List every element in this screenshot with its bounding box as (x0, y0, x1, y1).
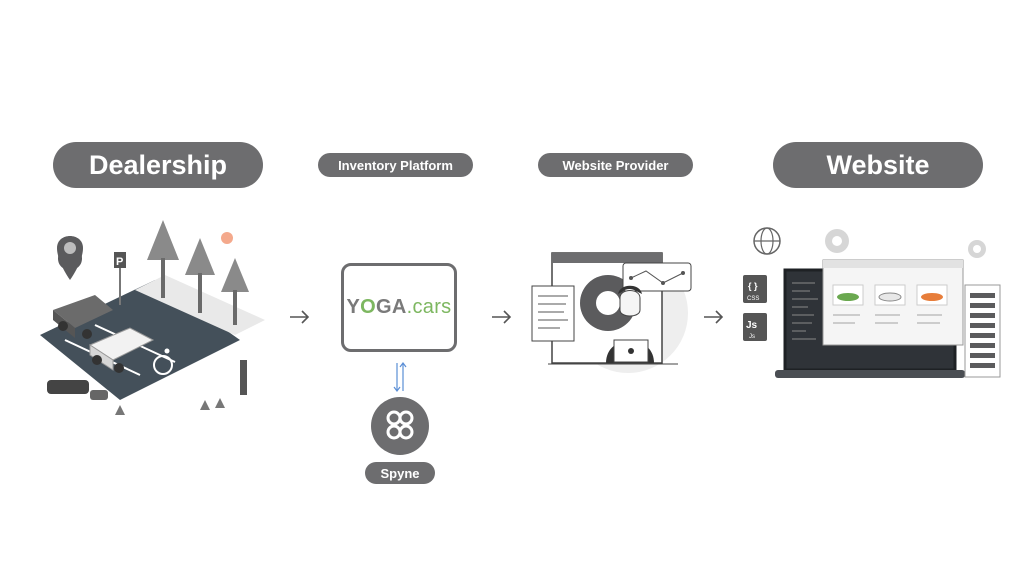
spyne-logo-icon (371, 397, 429, 455)
dealership-label: Dealership (53, 142, 263, 188)
yoga-rest: GA (376, 296, 407, 318)
svg-text:{ }: { } (748, 281, 758, 291)
wheelchair-icon (153, 348, 173, 375)
key-fob-icon (47, 380, 108, 400)
arrow-right-icon (290, 310, 310, 324)
yoga-suffix: .cars (406, 296, 452, 318)
flowchart-icon (622, 262, 692, 292)
arrow-right-icon (492, 310, 512, 324)
car-icon (88, 327, 155, 373)
car-icon (837, 292, 943, 302)
yoga-prefix: Y (346, 296, 361, 318)
js-file-icon: Js Js (743, 313, 767, 341)
svg-text:P: P (116, 256, 123, 268)
arrow-right-icon (704, 310, 724, 324)
globe-icon (753, 227, 781, 255)
location-pin-icon (57, 236, 83, 282)
sidebar-panel-icon (964, 284, 1001, 378)
jeep-icon (53, 295, 113, 339)
svg-text:Js: Js (749, 334, 755, 340)
bidirectional-arrow-icon (393, 362, 407, 392)
svg-text:Js: Js (746, 320, 758, 331)
yoga-cars-logo: YOGA.cars (341, 263, 457, 352)
document-icon (531, 285, 575, 342)
traffic-cone-icon (115, 398, 225, 415)
website-provider-label: Website Provider (538, 153, 693, 177)
parking-sign-icon: P (114, 252, 126, 305)
browser-window-icon (822, 259, 964, 346)
css-file-icon: { } CSS (743, 275, 767, 303)
website-label: Website (773, 142, 983, 188)
website-illustration: { } CSS Js Js (743, 227, 1001, 378)
yoga-o-letter: O (360, 296, 377, 318)
gear-icon (825, 229, 986, 258)
dealership-illustration: P (40, 220, 265, 415)
svg-text:CSS: CSS (747, 296, 759, 302)
tree-icon (147, 220, 249, 325)
spyne-label: Spyne (365, 462, 435, 484)
inventory-platform-label: Inventory Platform (318, 153, 473, 177)
developer-person-icon (606, 285, 654, 363)
website-provider-illustration (531, 252, 692, 373)
